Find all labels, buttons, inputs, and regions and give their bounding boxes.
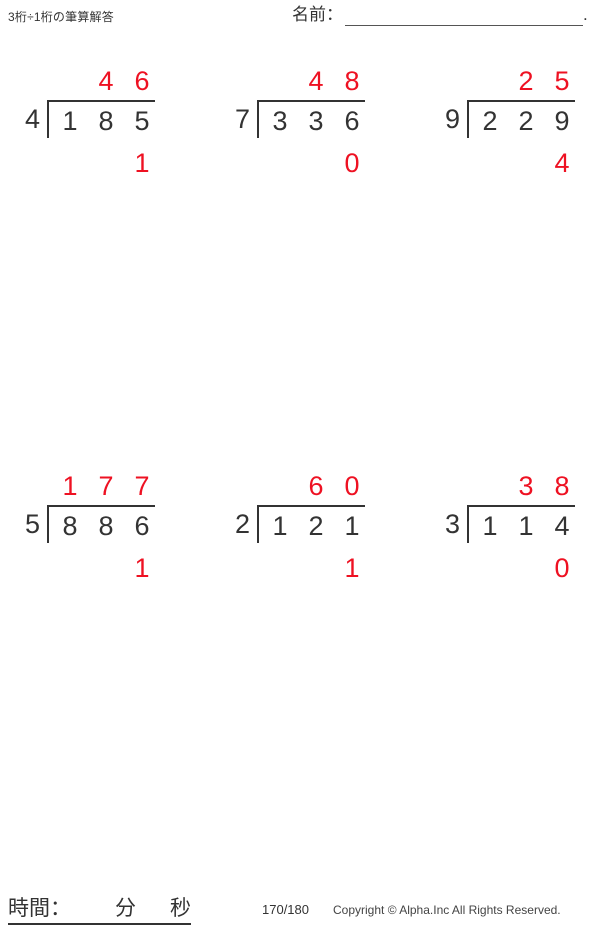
name-input-blank[interactable] [345,5,583,26]
dividend-digit: 3 [308,106,324,136]
name-trailing-period: . [583,5,588,24]
worksheet-header: 3桁÷1桁の筆算解答 名前： . [0,0,600,44]
quotient-digit: 6 [134,66,150,96]
dividend-digit: 3 [272,106,288,136]
divisor: 7 [234,104,250,134]
division-bracket-vinculum [467,100,575,102]
dividend-digit: 8 [62,511,78,541]
quotient-digit: 4 [308,66,324,96]
division-bracket-vinculum [47,505,155,507]
time-label: 時間： [8,897,71,920]
division-bracket-vertical [47,505,49,543]
dividend-digit: 2 [482,106,498,136]
quotient-digit: 4 [98,66,114,96]
division-bracket-vinculum [257,505,365,507]
dividend-digit: 9 [554,106,570,136]
name-field: 名前： . [292,4,588,26]
name-label: 名前： [292,5,343,24]
division-bracket-vertical [467,505,469,543]
dividend-digit: 6 [134,511,150,541]
dividend-digit: 2 [308,511,324,541]
division-bracket-vinculum [47,100,155,102]
division-bracket-vertical [47,100,49,138]
quotient-digit: 3 [518,471,534,501]
remainder-digit: 0 [344,148,360,178]
dividend-digit: 8 [98,106,114,136]
quotient-digit: 8 [344,66,360,96]
dividend-digit: 5 [134,106,150,136]
divisor: 5 [24,509,40,539]
remainder-digit: 1 [134,148,150,178]
divisor: 3 [444,509,460,539]
divisor: 4 [24,104,40,134]
copyright-notice: Copyright © Alpha.Inc All Rights Reserve… [333,903,561,917]
dividend-digit: 1 [518,511,534,541]
quotient-digit: 7 [98,471,114,501]
time-second-unit: 秒 [170,897,191,920]
division-bracket-vinculum [257,100,365,102]
dividend-digit: 4 [554,511,570,541]
division-bracket-vinculum [467,505,575,507]
divisor: 2 [234,509,250,539]
dividend-digit: 2 [518,106,534,136]
division-bracket-vertical [257,505,259,543]
division-bracket-vertical [257,100,259,138]
quotient-digit: 6 [308,471,324,501]
dividend-digit: 6 [344,106,360,136]
dividend-digit: 1 [482,511,498,541]
page-title: 3桁÷1桁の筆算解答 [8,10,114,24]
quotient-digit: 5 [554,66,570,96]
dividend-digit: 8 [98,511,114,541]
quotient-digit: 8 [554,471,570,501]
time-field: 時間： 分 秒 [8,892,191,925]
divisor: 9 [444,104,460,134]
quotient-digit: 2 [518,66,534,96]
dividend-digit: 1 [344,511,360,541]
remainder-digit: 0 [554,553,570,583]
page-counter: 170/180 [262,902,309,917]
dividend-digit: 1 [62,106,78,136]
worksheet-footer: 時間： 分 秒 170/180 Copyright © Alpha.Inc Al… [0,890,600,938]
quotient-digit: 0 [344,471,360,501]
division-bracket-vertical [467,100,469,138]
remainder-digit: 1 [344,553,360,583]
remainder-digit: 1 [134,553,150,583]
dividend-digit: 1 [272,511,288,541]
time-minute-unit: 分 [115,897,136,920]
quotient-digit: 1 [62,471,78,501]
quotient-digit: 7 [134,471,150,501]
remainder-digit: 4 [554,148,570,178]
